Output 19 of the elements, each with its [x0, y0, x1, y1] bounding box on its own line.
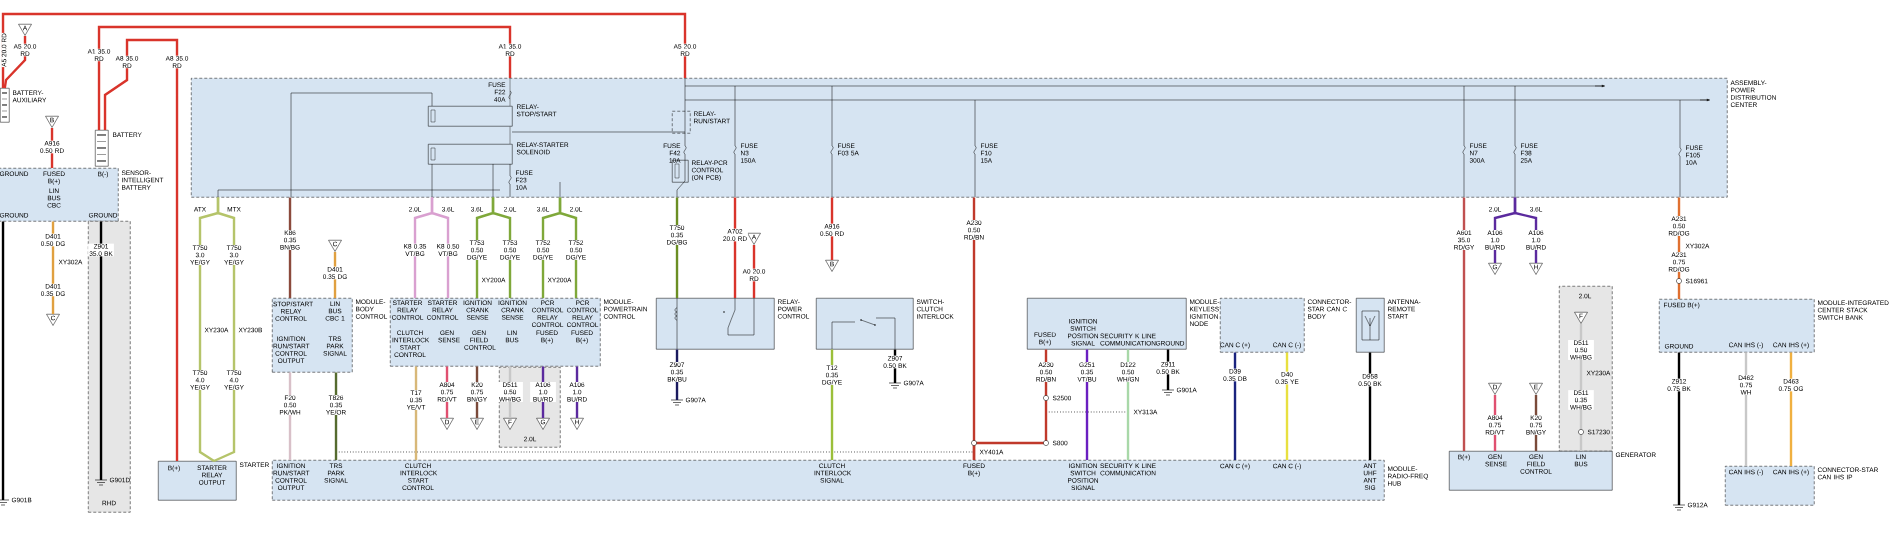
wire — [1233, 352, 1237, 460]
wire — [99, 221, 103, 480]
wire — [1, 221, 5, 500]
wire — [1677, 352, 1681, 505]
wire — [1789, 352, 1793, 466]
wire — [830, 197, 834, 260]
wire — [213, 197, 236, 463]
wire — [1368, 352, 1372, 460]
wire — [1462, 197, 1466, 451]
wire — [97, 25, 512, 130]
wire — [103, 38, 179, 461]
wire — [3, 36, 27, 89]
wire — [430, 197, 450, 298]
wire — [1285, 352, 1289, 460]
wire — [972, 349, 1048, 460]
wire — [509, 77, 511, 107]
wire — [509, 126, 511, 145]
wire — [1, 12, 687, 88]
wire — [733, 197, 737, 298]
